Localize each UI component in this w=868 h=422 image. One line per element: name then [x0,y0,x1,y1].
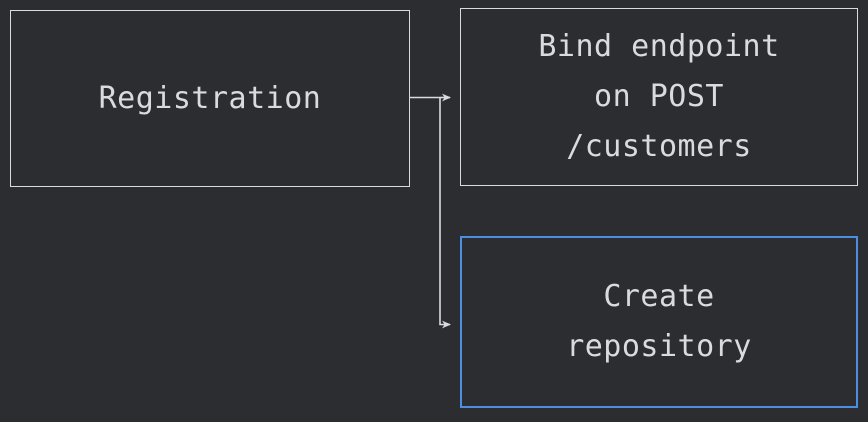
edge-registration-to-create-repository [439,97,451,329]
node-registration[interactable]: Registration [10,10,410,187]
node-bind-endpoint-label: Bind endpoint on POST /customers [538,29,780,164]
node-registration-label: Registration [98,80,322,116]
node-bind-endpoint[interactable]: Bind endpoint on POST /customers [460,8,858,186]
node-create-repository[interactable]: Create repository [460,236,858,408]
node-create-repository-label: Create repository [566,279,752,364]
